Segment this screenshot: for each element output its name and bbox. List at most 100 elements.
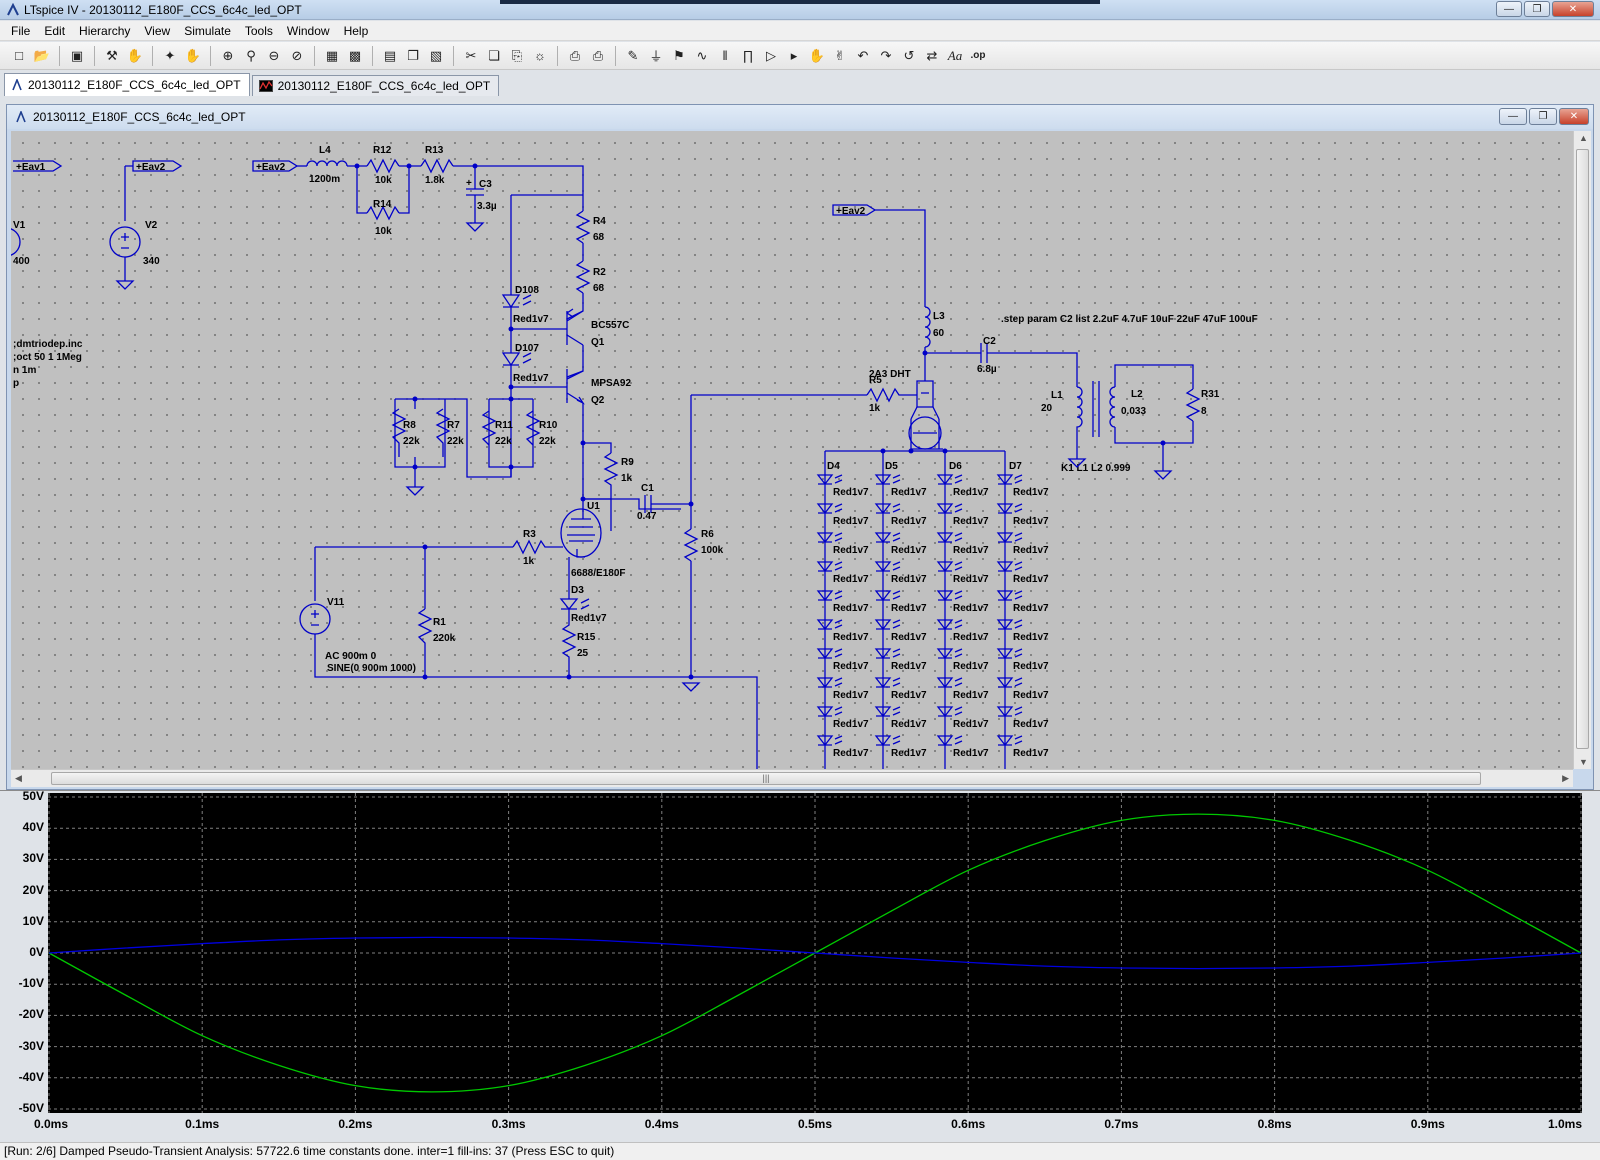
diode-icon[interactable]: ▷ (766, 47, 776, 63)
wire[interactable] (399, 165, 421, 214)
scroll-left-icon[interactable]: ◀ (15, 773, 22, 783)
wire[interactable] (987, 352, 1078, 387)
resistor-r3[interactable]: R3 1k (512, 529, 563, 567)
menu-hierarchy[interactable]: Hierarchy (79, 23, 131, 38)
component-icon[interactable]: ▸ (790, 47, 798, 63)
wire[interactable] (910, 419, 943, 450)
led-d107[interactable]: D107 Red1v7 (501, 343, 549, 384)
led-diode[interactable]: Red1v7 (874, 706, 927, 730)
grid-icon[interactable]: ▩ (348, 47, 362, 63)
led-diode[interactable]: Red1v7 (816, 619, 869, 643)
resistor-r1[interactable]: R1 220k (417, 608, 456, 677)
autorange-icon[interactable]: ▦ (325, 47, 339, 63)
inductor-l3[interactable]: L3 60 (924, 306, 945, 348)
inductor-icon[interactable]: ∏ (742, 48, 754, 63)
led-diode[interactable]: Red1v7 (816, 590, 869, 614)
paste-icon[interactable]: ⎘ (511, 47, 523, 63)
wire[interactable] (314, 634, 691, 678)
resistor-r4[interactable]: R4 68 (575, 210, 606, 244)
led-diode[interactable]: Red1v7 (936, 706, 989, 730)
capacitor-c2[interactable]: C2 6.8µ (977, 336, 997, 375)
tab-schematic[interactable]: 20130112_E180F_CCS_6c4c_led_OPT (4, 73, 250, 96)
led-diode[interactable]: Red1v7 (874, 735, 927, 759)
wire[interactable] (651, 394, 867, 529)
print-preview-icon[interactable]: ⎙ (569, 47, 581, 63)
scroll-right-icon[interactable]: ▶ (1562, 773, 1569, 783)
led-diode[interactable]: Red1v7 (936, 677, 989, 701)
schematic-horizontal-scrollbar[interactable]: ◀ ||| ▶ (11, 769, 1573, 787)
undo-icon[interactable]: ↶ (857, 47, 869, 63)
vertical-scroll-thumb[interactable] (1576, 149, 1589, 749)
wire[interactable] (1114, 364, 1194, 471)
menu-edit[interactable]: Edit (44, 23, 66, 38)
led-diode[interactable]: Red1v7 (816, 677, 869, 701)
resistor-r14[interactable]: R14 10k (366, 199, 400, 237)
led-diode[interactable]: Red1v7 (874, 561, 927, 585)
led-d108[interactable]: D108 Red1v7 (501, 285, 549, 325)
led-diode[interactable]: Red1v7 (874, 474, 927, 498)
new-schematic-icon[interactable]: □ (15, 48, 23, 63)
led-diode[interactable]: Red1v7 (874, 648, 927, 672)
net-label-eav2-supply[interactable]: +Eav2 (252, 160, 299, 173)
led-diode[interactable]: Red1v7 (874, 677, 927, 701)
wire[interactable] (314, 546, 513, 609)
schematic-vertical-scrollbar[interactable]: ▲ ▼ (1573, 131, 1591, 769)
wire[interactable] (583, 498, 681, 531)
led-string-d6-label[interactable]: D6 (949, 461, 962, 472)
cascade-icon[interactable]: ❐ (407, 47, 419, 63)
resistor-r2[interactable]: R2 68 (575, 260, 606, 294)
find-icon[interactable]: ☼ (534, 48, 546, 63)
led-diode[interactable]: Red1v7 (996, 735, 1049, 759)
led-diode[interactable]: Red1v7 (874, 619, 927, 643)
led-diode[interactable]: Red1v7 (996, 677, 1049, 701)
menu-help[interactable]: Help (343, 23, 369, 38)
wire-icon[interactable]: ✎ (627, 47, 639, 63)
run-icon[interactable]: ✦ (164, 47, 176, 63)
wire[interactable] (582, 403, 612, 509)
redo-icon[interactable]: ↷ (880, 47, 892, 63)
net-label-eav2-output[interactable]: +Eav2 (832, 204, 877, 217)
resistor-r8[interactable]: R8 22k (391, 408, 420, 457)
close-button[interactable]: ✕ (1552, 1, 1594, 17)
led-diode[interactable]: Red1v7 (816, 648, 869, 672)
move-icon[interactable]: ✋ (808, 47, 826, 63)
resistor-r9[interactable]: R9 1k (583, 452, 634, 500)
inductor-l4[interactable]: L4 1200m (306, 145, 348, 185)
tile-horizontal-icon[interactable]: ▤ (383, 47, 397, 63)
scroll-down-icon[interactable]: ▼ (1579, 757, 1588, 767)
transistor-q1[interactable]: BC557C Q1 (565, 308, 629, 348)
capacitor-icon[interactable]: ‖ (722, 48, 728, 63)
wire[interactable] (347, 165, 367, 214)
vacuum-tube-u1[interactable]: U1 6688/E180F (560, 501, 626, 579)
led-diode[interactable]: Red1v7 (816, 503, 869, 527)
spice-directive-p[interactable]: p (13, 378, 19, 389)
schematic-close-button[interactable]: ✕ (1559, 108, 1589, 125)
wire[interactable] (510, 194, 584, 320)
schematic-restore-button[interactable]: ❐ (1529, 108, 1557, 125)
capacitor-c3[interactable]: C3 3.3µ + (465, 178, 497, 232)
open-icon[interactable]: 📂 (33, 47, 51, 63)
led-diode[interactable]: Red1v7 (936, 590, 989, 614)
led-diode[interactable]: Red1v7 (816, 706, 869, 730)
voltage-source-v2[interactable]: V2 340 (109, 220, 160, 290)
print-icon[interactable]: ⎙ (592, 47, 604, 63)
mirror-icon[interactable]: ⇄ (926, 47, 938, 63)
menu-simulate[interactable]: Simulate (184, 23, 231, 38)
zoom-in-icon[interactable]: ⊕ (222, 47, 234, 63)
led-diode[interactable]: Red1v7 (996, 561, 1049, 585)
copy-icon[interactable]: ❏ (488, 47, 500, 63)
led-diode[interactable]: Red1v7 (816, 474, 869, 498)
minimize-button[interactable]: — (1496, 1, 1522, 17)
capacitor-c1[interactable]: C1 0.47 (637, 483, 657, 522)
led-strings[interactable]: Red1v7Red1v7Red1v7Red1v7Red1v7Red1v7Red1… (816, 474, 1049, 759)
led-diode[interactable]: Red1v7 (996, 532, 1049, 556)
transistor-q2[interactable]: MPSA92 Q2 (566, 369, 631, 406)
resistor-r31[interactable]: R31 8 (1185, 388, 1220, 422)
zoom-out-icon[interactable]: ⊖ (268, 47, 280, 63)
resistor-r15[interactable]: R15 25 (561, 609, 596, 677)
led-diode[interactable]: Red1v7 (816, 532, 869, 556)
led-diode[interactable]: Red1v7 (816, 561, 869, 585)
wire[interactable] (924, 347, 981, 381)
net-label-eav2[interactable]: +Eav2 (132, 160, 183, 173)
